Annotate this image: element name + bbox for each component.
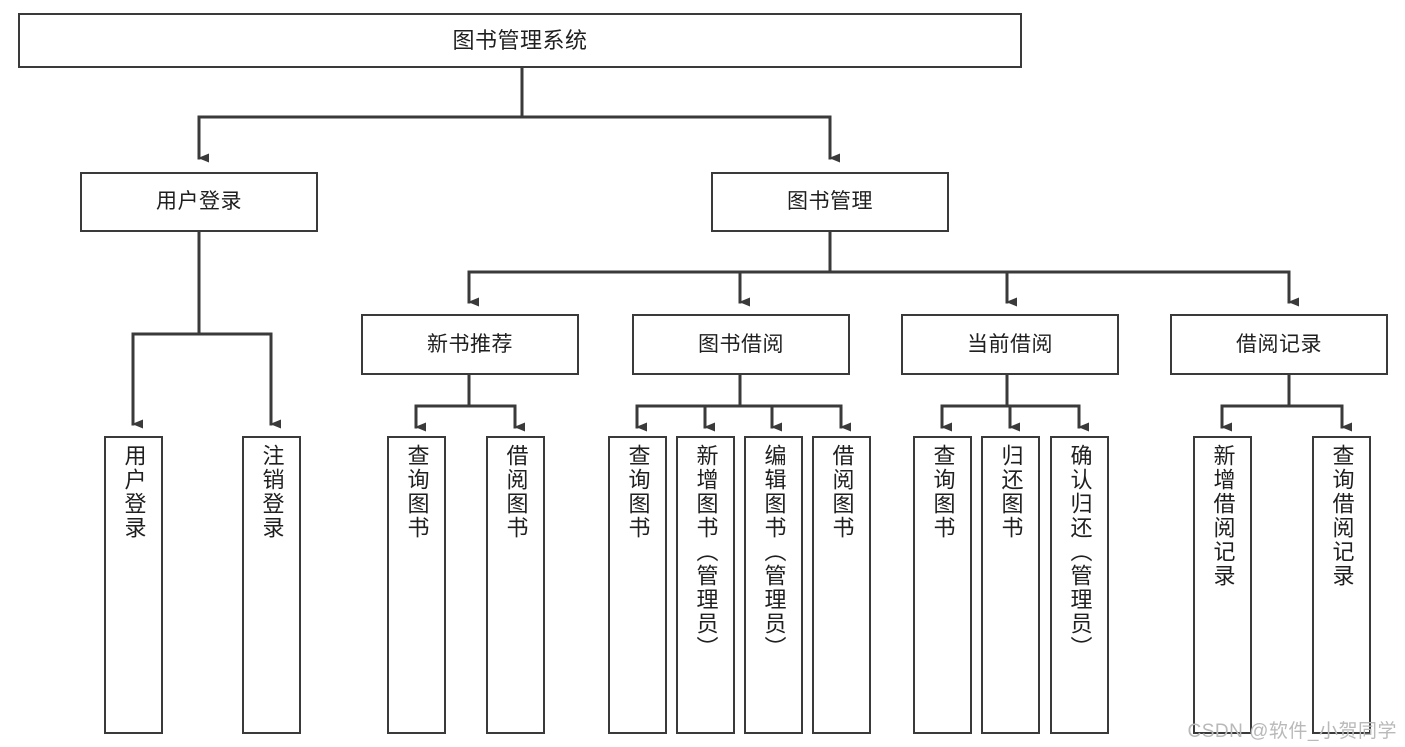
node-label: 借阅图书 — [829, 444, 855, 540]
node-user-login[interactable]: 用户登录 — [80, 172, 318, 232]
leaf-query-book-borrow[interactable]: 查询图书 — [608, 436, 667, 734]
leaf-add-book-admin[interactable]: 新增图书（管理员） — [676, 436, 735, 734]
node-label: 查询图书 — [625, 444, 651, 540]
leaf-query-borrow-record[interactable]: 查询借阅记录 — [1312, 436, 1371, 734]
node-label: 新增借阅记录 — [1210, 444, 1236, 588]
leaf-edit-book-admin[interactable]: 编辑图书（管理员） — [744, 436, 803, 734]
node-label: 编辑图书（管理员） — [761, 444, 787, 660]
node-label: 图书管理 — [787, 190, 873, 214]
node-current-borrow[interactable]: 当前借阅 — [901, 314, 1119, 375]
node-label: 注销登录 — [259, 444, 285, 540]
node-label: 图书管理系统 — [452, 27, 588, 53]
leaf-return-book[interactable]: 归还图书 — [981, 436, 1040, 734]
node-label: 图书借阅 — [698, 332, 784, 356]
node-borrow-records[interactable]: 借阅记录 — [1170, 314, 1388, 375]
leaf-add-borrow-record[interactable]: 新增借阅记录 — [1193, 436, 1252, 734]
leaf-user-login[interactable]: 用户登录 — [104, 436, 163, 734]
node-label: 确认归还（管理员） — [1067, 444, 1093, 660]
node-label: 当前借阅 — [967, 332, 1053, 356]
node-label: 查询图书 — [930, 444, 956, 540]
node-label: 借阅图书 — [503, 444, 529, 540]
node-root-system[interactable]: 图书管理系统 — [18, 13, 1022, 68]
node-label: 查询图书 — [404, 444, 430, 540]
node-label: 查询借阅记录 — [1329, 444, 1355, 588]
leaf-logout[interactable]: 注销登录 — [242, 436, 301, 734]
node-label: 用户登录 — [121, 444, 147, 540]
node-label: 新书推荐 — [427, 332, 513, 356]
node-new-book-recommend[interactable]: 新书推荐 — [361, 314, 579, 375]
node-label: 新增图书（管理员） — [693, 444, 719, 660]
leaf-borrow-book[interactable]: 借阅图书 — [812, 436, 871, 734]
node-book-borrow[interactable]: 图书借阅 — [632, 314, 850, 375]
node-label: 归还图书 — [998, 444, 1024, 540]
leaf-query-book-current[interactable]: 查询图书 — [913, 436, 972, 734]
leaf-query-book-recommend[interactable]: 查询图书 — [387, 436, 446, 734]
leaf-confirm-return-admin[interactable]: 确认归还（管理员） — [1050, 436, 1109, 734]
node-label: 用户登录 — [156, 190, 242, 214]
node-label: 借阅记录 — [1236, 332, 1322, 356]
node-book-management[interactable]: 图书管理 — [711, 172, 949, 232]
leaf-borrow-book-recommend[interactable]: 借阅图书 — [486, 436, 545, 734]
csdn-watermark: CSDN @软件_小贺同学 — [1187, 721, 1397, 742]
